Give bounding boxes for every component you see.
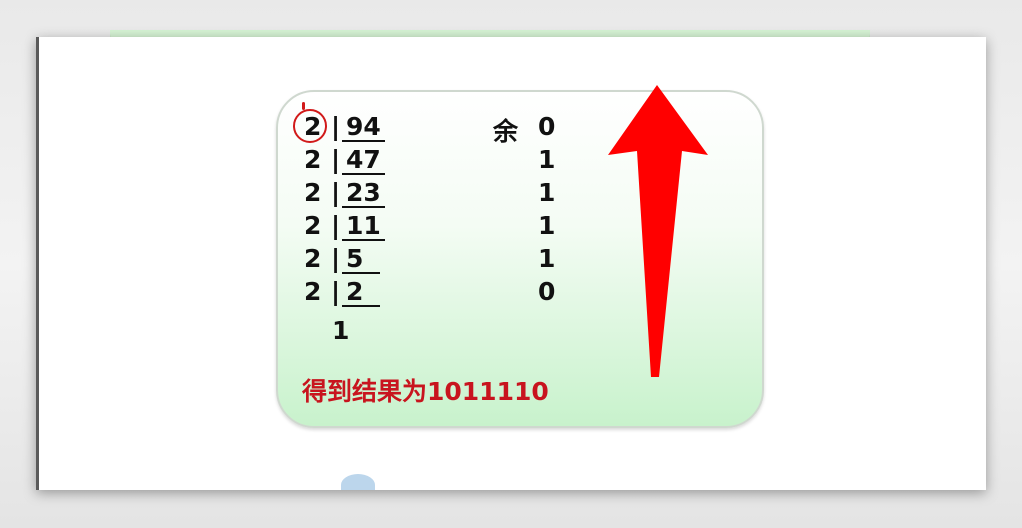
division-bar: | (331, 112, 341, 141)
division-bar: | (331, 145, 341, 174)
dividend: 11 (342, 211, 385, 241)
division-row: 2 | 5 1 (278, 244, 762, 276)
division-row: 2 | 47 1 (278, 145, 762, 177)
division-row: 2 | 11 1 (278, 211, 762, 243)
dividend: 5 (342, 244, 380, 274)
divisor: 2 (304, 277, 322, 306)
division-bar: | (331, 178, 341, 207)
division-bar: | (331, 277, 341, 306)
remainder: 0 (538, 112, 556, 141)
remainder: 1 (538, 178, 556, 207)
partial-image-fragment (341, 474, 375, 490)
division-row: 2 | 23 1 (278, 178, 762, 210)
division-card: 2 | 94 余 0 2 | 47 1 2 | 23 1 2 | 11 1 (276, 90, 764, 428)
dividend: 47 (342, 145, 385, 175)
divisor: 2 (304, 145, 322, 174)
remainder: 1 (538, 145, 556, 174)
divisor: 2 (304, 211, 322, 240)
dividend: 23 (342, 178, 385, 208)
divisor: 2 (304, 244, 322, 273)
pen-tick-icon (302, 102, 305, 110)
remainder: 1 (538, 244, 556, 273)
up-arrow-icon (608, 85, 708, 377)
remainder: 1 (538, 211, 556, 240)
final-quotient: 1 (332, 316, 350, 345)
circle-mark-icon (293, 109, 327, 143)
division-row: 2 | 2 0 (278, 277, 762, 309)
result-text: 得到结果为1011110 (302, 377, 549, 406)
slide: 2 | 94 余 0 2 | 47 1 2 | 23 1 2 | 11 1 (36, 37, 986, 490)
slide-left-edge (36, 37, 39, 490)
divisor: 2 (304, 178, 322, 207)
division-bar: | (331, 244, 341, 273)
division-bar: | (331, 211, 341, 240)
remainder: 0 (538, 277, 556, 306)
remainder-label: 余 (493, 117, 519, 146)
dividend: 2 (342, 277, 380, 307)
dividend: 94 (342, 112, 385, 142)
